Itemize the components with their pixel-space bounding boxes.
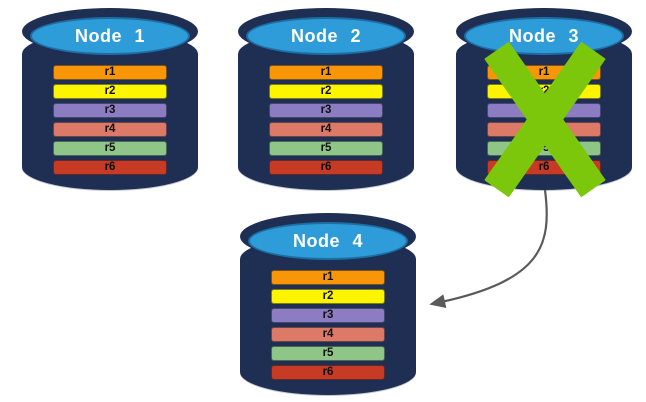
partition-bar-r1: r1 [53, 65, 167, 80]
partition-label: r2 [104, 84, 116, 97]
partition-bar-r5: r5 [271, 346, 385, 361]
partition-bar-r4: r4 [271, 327, 385, 342]
partition-bar-r5: r5 [487, 141, 601, 156]
partition-list: r1 r2 r3 r4 r5 r6 [53, 65, 167, 179]
node-4-cylinder: Node 4 r1 r2 r3 r4 r5 r6 [240, 213, 416, 395]
cylinder-top-face: Node 4 [248, 222, 408, 260]
partition-bar-r6: r6 [53, 160, 167, 175]
node-label: Node 1 [74, 26, 145, 46]
partition-bar-r4: r4 [487, 122, 601, 137]
partition-label: r5 [538, 141, 550, 154]
partition-bar-r3: r3 [271, 308, 385, 323]
node-1-cylinder: Node 1 r1 r2 r3 r4 r5 r6 [22, 8, 198, 190]
partition-bar-r2: r2 [271, 289, 385, 304]
partition-label: r3 [538, 103, 550, 116]
partition-bar-r4: r4 [53, 122, 167, 137]
partition-label: r6 [320, 160, 332, 173]
partition-bar-r5: r5 [269, 141, 383, 156]
partition-label: r4 [104, 122, 116, 135]
partition-label: r5 [322, 346, 334, 359]
partition-bar-r6: r6 [269, 160, 383, 175]
partition-label: r4 [538, 122, 550, 135]
partition-list: r1 r2 r3 r4 r5 r6 [271, 270, 385, 384]
partition-label: r2 [322, 289, 334, 302]
node-label: Node 3 [508, 26, 579, 46]
partition-label: r6 [538, 160, 550, 173]
partition-bar-r1: r1 [487, 65, 601, 80]
partition-list: r1 r2 r3 r4 r5 r6 [487, 65, 601, 179]
partition-bar-r3: r3 [269, 103, 383, 118]
partition-bar-r6: r6 [487, 160, 601, 175]
cylinder-top-face: Node 2 [246, 17, 406, 55]
partition-list: r1 r2 r3 r4 r5 r6 [269, 65, 383, 179]
partition-label: r5 [320, 141, 332, 154]
partition-label: r3 [104, 103, 116, 116]
partition-bar-r1: r1 [271, 270, 385, 285]
partition-bar-r3: r3 [53, 103, 167, 118]
partition-label: r5 [104, 141, 116, 154]
partition-bar-r2: r2 [53, 84, 167, 99]
partition-bar-r3: r3 [487, 103, 601, 118]
replication-arrow [429, 189, 548, 308]
partition-label: r2 [538, 84, 550, 97]
partition-bar-r1: r1 [269, 65, 383, 80]
partition-bar-r5: r5 [53, 141, 167, 156]
cylinder-top-face: Node 1 [30, 17, 190, 55]
partition-bar-r4: r4 [269, 122, 383, 137]
node-2-cylinder: Node 2 r1 r2 r3 r4 r5 r6 [238, 8, 414, 190]
partition-label: r6 [322, 365, 334, 378]
partition-bar-r2: r2 [487, 84, 601, 99]
partition-label: r3 [320, 103, 332, 116]
node-3-cylinder: Node 3 r1 r2 r3 r4 r5 r6 [456, 8, 632, 190]
partition-bar-r6: r6 [271, 365, 385, 380]
partition-label: r1 [538, 65, 550, 78]
partition-label: r1 [320, 65, 332, 78]
partition-label: r1 [104, 65, 116, 78]
partition-label: r4 [320, 122, 332, 135]
partition-label: r4 [322, 327, 334, 340]
partition-label: r6 [104, 160, 116, 173]
cylinder-top-face: Node 3 [464, 17, 624, 55]
node-label: Node 2 [290, 26, 361, 46]
partition-bar-r2: r2 [269, 84, 383, 99]
partition-label: r3 [322, 308, 334, 321]
partition-label: r1 [322, 270, 334, 283]
partition-label: r2 [320, 84, 332, 97]
node-label: Node 4 [292, 231, 363, 251]
